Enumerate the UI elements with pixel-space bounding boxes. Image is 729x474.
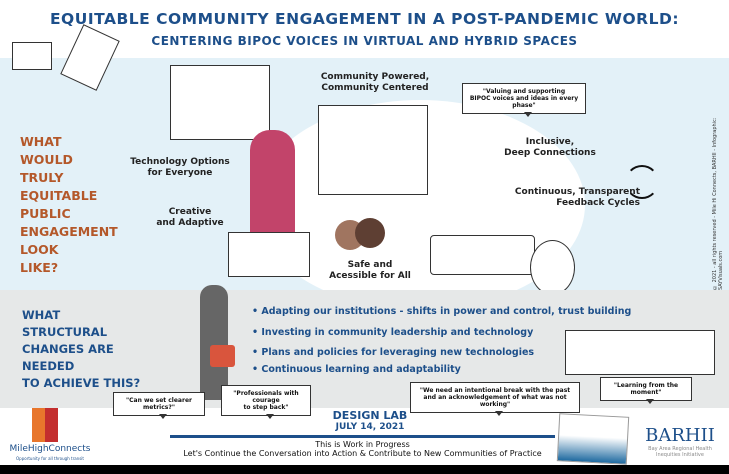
cycle-arrows-icon [625,165,659,199]
change-text: Continuous learning and adaptability [261,364,461,375]
briefcase-icon [210,345,235,367]
q-line: TO ACHIEVE THIS? [22,376,141,390]
question-structural: WHAT STRUCTURAL CHANGES ARE NEEDED TO ACHIEV… [22,307,140,392]
q-line: LOOK [20,242,59,257]
q-line: LIKE? [20,260,59,275]
professional-woman-illustration [200,285,228,400]
q-line: ENGAGEMENT [20,224,118,239]
community-group-illustration [318,105,428,195]
q-line: CHANGES ARE [22,342,114,356]
quote-bubble-bipoc: "Valuing and supporting BIPOC voices and… [462,83,586,117]
barhii-logo: BARHII [645,425,715,446]
mile-high-connects-tagline: Opportunity for all through transit [16,456,84,461]
event-date: JULY 14, 2021 [335,422,405,432]
call-to-action: Let's Continue the Conversation into Act… [183,449,542,458]
change-text: Investing in community leadership and te… [261,327,534,338]
bus-illustration [430,235,535,275]
q-line: STRUCTURAL [22,325,108,339]
q-line: WHAT [22,308,61,322]
video-call-illustration [12,42,52,70]
wheelchair-user-illustration [530,240,575,295]
copyright-text: © 2021 - all rights reserved - Mile Hi C… [712,117,724,290]
q-line: PUBLIC [20,206,71,221]
mile-high-connects-logo: MileHighConnects [9,444,91,454]
quote-bubble-break: "We need an intentional break with the p… [410,382,580,416]
label-technology-options: Technology Options for Everyone [130,157,230,178]
change-text: Plans and policies for leveraging new te… [261,347,535,358]
main-title: EQUITABLE COMMUNITY ENGAGEMENT IN A POST… [49,10,680,28]
quote-bubble-metrics: "Can we set clearer metrics?" [113,392,205,419]
quote-bubble-courage: "Professionals with courage to step back… [221,385,311,419]
change-item: • Adapting our institutions - shifts in … [252,306,632,317]
label-safe-accessible: Safe and Acessible for All [329,260,411,281]
divider [170,435,555,438]
change-item: • Continuous learning and adaptability [252,364,461,375]
event-info: DESIGN LAB JULY 14, 2021 [300,409,440,432]
q-line: WOULD [20,152,73,167]
wip-note: This is Work in Progress [315,440,410,449]
q-line: WHAT [20,134,62,149]
footer-text: This is Work in Progress Let's Continue … [170,440,555,458]
video-grid-illustration [170,65,270,140]
building-illustration [228,232,310,277]
bottom-bar [0,465,729,474]
label-creative-adaptive: Creative and Adaptive [156,207,224,228]
change-text: Adapting our institutions - shifts in po… [261,306,632,317]
institution-building-illustration [565,330,715,375]
quote-bubble-learning: "Learning from the moment" [600,377,692,404]
q-line: TRULY [20,170,64,185]
speech-bubble-icon [355,218,385,248]
label-feedback-cycles: Continuous, Transparent Feedback Cycles [514,187,640,208]
label-inclusive: Inclusive, Deep Connections [504,137,596,158]
event-name: DESIGN LAB [332,409,408,422]
barhii-subtitle: Bay Area Regional Health Inequities Init… [648,446,712,458]
q-line: NEEDED [22,359,75,373]
mile-high-connects-logo-icon [32,408,58,442]
subtitle: CENTERING BIPOC VOICES IN VIRTUAL AND HY… [151,34,578,48]
q-line: EQUITABLE [20,188,98,203]
report-cover-thumbnail [556,413,630,465]
change-item: • Plans and policies for leveraging new … [252,347,535,358]
change-item: • Investing in community leadership and … [252,327,534,338]
question-engagement: WHAT WOULD TRULY EQUITABLE PUBLIC ENGAGEMENT L… [20,133,118,277]
label-community-powered: Community Powered, Community Centered [320,72,430,93]
